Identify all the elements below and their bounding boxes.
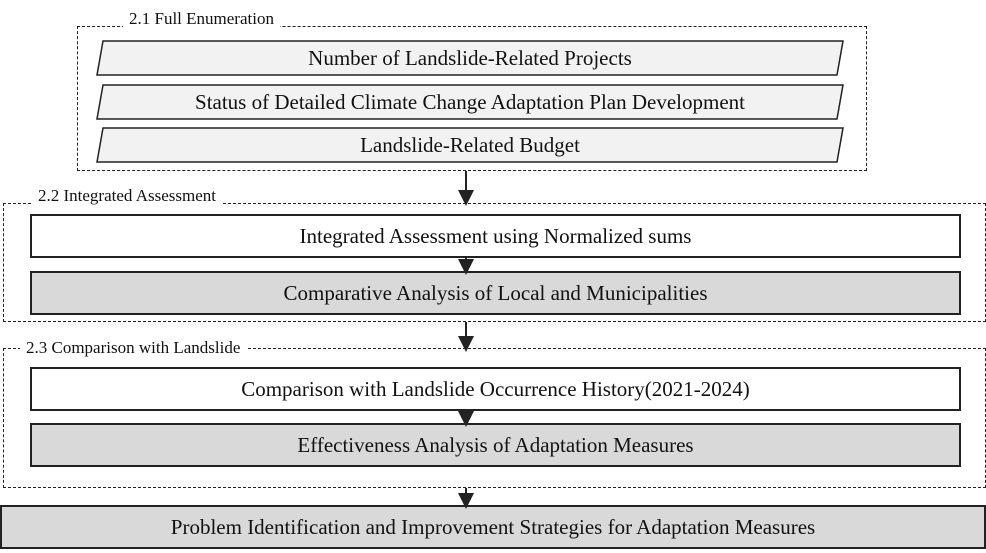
section-full-enumeration [77,26,867,171]
parallelogram-adaptation-plan-status: Status of Detailed Climate Change Adapta… [95,84,845,120]
section-label-full-enumeration: 2.1 Full Enumeration [123,9,280,29]
box-text: Landslide-Related Budget [360,132,580,157]
box-integrated-assessment: Integrated Assessment using Normalized s… [30,214,961,258]
section-label-integrated-assessment: 2.2 Integrated Assessment [32,186,222,206]
box-text: Status of Detailed Climate Change Adapta… [195,89,745,114]
parallelogram-shape [96,127,844,163]
parallelogram-number-of-projects: Number of Landslide-Related Projects [95,40,845,76]
parallelogram-landslide-budget: Landslide-Related Budget [95,127,845,163]
section-label-comparison-with-landslide: 2.3 Comparison with Landslide [20,338,247,358]
box-text: Number of Landslide-Related Projects [308,45,632,70]
box-occurrence-history-comparison: Comparison with Landslide Occurrence His… [30,367,961,411]
box-problem-identification: Problem Identification and Improvement S… [0,505,986,549]
parallelogram-shape [96,84,844,120]
parallelogram-shape [96,40,844,76]
box-effectiveness-analysis: Effectiveness Analysis of Adaptation Mea… [30,423,961,467]
box-comparative-analysis: Comparative Analysis of Local and Munici… [30,271,961,315]
